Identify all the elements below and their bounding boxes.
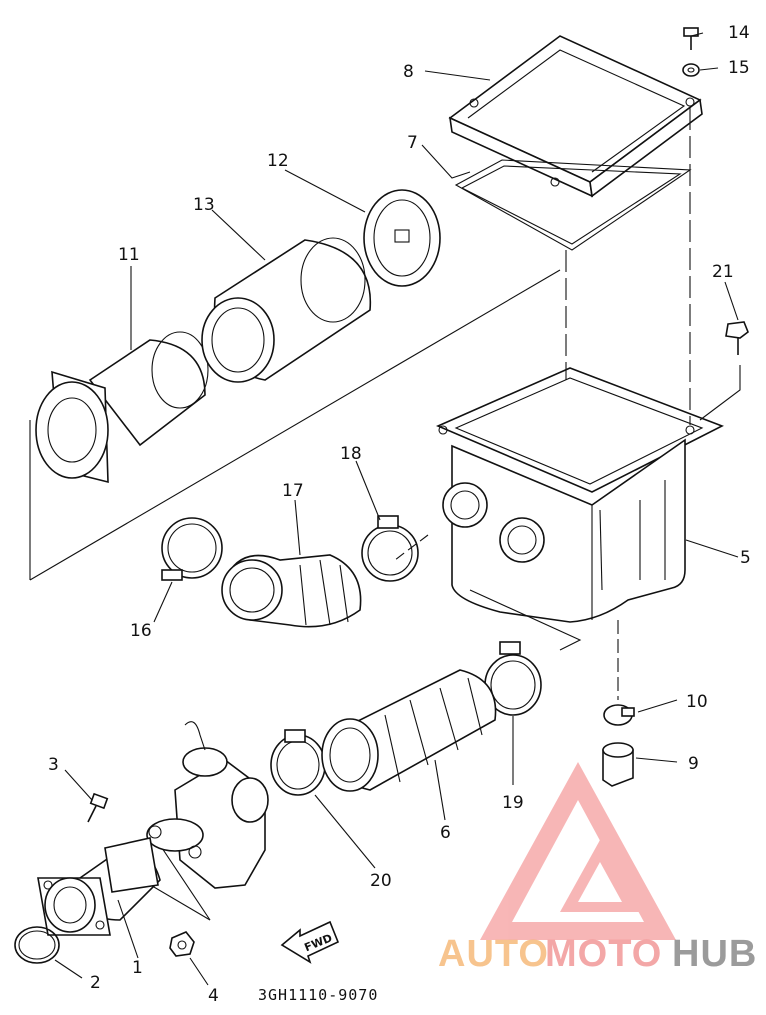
callout-7: 7 (407, 133, 418, 153)
callout-21: 21 (712, 262, 734, 282)
callout-20: 20 (370, 871, 392, 891)
callout-12: 12 (267, 151, 289, 171)
hose-clamp-16 (161, 517, 223, 581)
o-ring (14, 926, 60, 964)
screw-14 (683, 27, 699, 50)
callout-numbers: 1 2 3 4 5 6 7 8 9 10 11 12 13 14 15 16 1… (48, 23, 751, 1006)
callout-6: 6 (440, 823, 451, 843)
fwd-arrow: FWD (280, 920, 340, 964)
drain-hose (602, 742, 634, 787)
hose-clamp-19 (484, 641, 542, 716)
callout-5: 5 (740, 548, 751, 568)
callout-4: 4 (208, 986, 219, 1006)
element-cap (363, 189, 441, 287)
callout-8: 8 (403, 62, 414, 82)
air-box-case (435, 367, 724, 623)
intake-manifold (37, 837, 161, 936)
callout-2: 2 (90, 973, 101, 993)
callout-17: 17 (282, 481, 304, 501)
carburetor-joint (321, 669, 497, 792)
watermark-hub: HUB (672, 933, 757, 975)
watermark-logo (480, 762, 676, 940)
callout-18: 18 (340, 444, 362, 464)
callout-16: 16 (130, 621, 152, 641)
watermark-auto: AUTO (438, 933, 549, 975)
callout-19: 19 (502, 793, 524, 813)
drain-clip (603, 704, 635, 726)
hose-clamp-20 (270, 729, 326, 796)
hose-clamp-18 (361, 515, 419, 582)
element-guide (35, 331, 209, 484)
air-box-joint (221, 554, 362, 628)
callout-9: 9 (688, 754, 699, 774)
washer-15 (682, 63, 700, 77)
callout-14: 14 (728, 23, 750, 43)
carburetor (146, 721, 269, 889)
callout-10: 10 (686, 692, 708, 712)
bolt-3 (87, 792, 109, 823)
callout-3: 3 (48, 755, 59, 775)
air-filter-element (201, 237, 372, 383)
callout-leaders (54, 32, 739, 986)
callout-11: 11 (118, 245, 140, 265)
bolt-21 (725, 321, 749, 355)
air-box-cover (448, 35, 703, 198)
callout-15: 15 (728, 58, 750, 78)
drawing-code: 3GH1110-9070 (258, 986, 378, 1004)
callout-1: 1 (132, 958, 143, 978)
watermark-moto: MOTO (545, 933, 662, 975)
leader-lines (29, 108, 741, 921)
nut-4 (169, 931, 195, 957)
watermark-text: AUTO MOTO HUB (438, 933, 757, 975)
callout-13: 13 (193, 195, 215, 215)
